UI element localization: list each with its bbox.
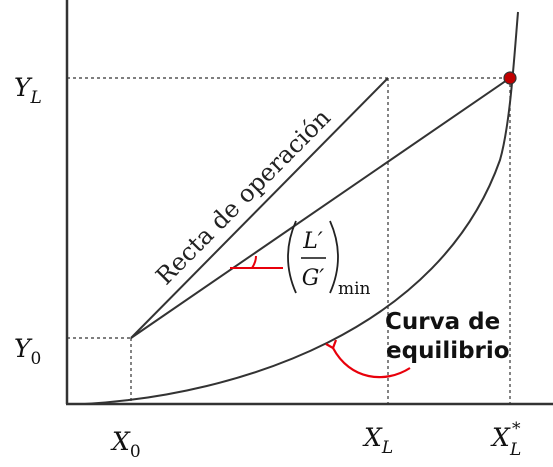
x-star-label: X: [490, 423, 511, 452]
ratio-right-paren: [329, 220, 339, 294]
ratio-denominator: G′: [302, 266, 325, 291]
operation-line: [130, 77, 389, 339]
min-ratio-label: L′ G′ min: [287, 220, 371, 299]
ratio-left-paren: [287, 220, 297, 294]
ratio-subscript: min: [338, 279, 371, 299]
angle-marker: [230, 255, 283, 269]
ratio-numerator: L′: [302, 229, 323, 254]
x-mid-label: XL: [362, 423, 393, 458]
equilibrium-label-line1: Curva de: [385, 309, 500, 335]
pinch-point: [503, 71, 517, 85]
operation-line-label: Recta de operación: [150, 104, 336, 291]
min-operation-line: [130, 77, 511, 339]
x-star-subscript: L: [509, 440, 521, 460]
x-low-label: X0: [110, 427, 141, 462]
x-star-superscript: *: [512, 419, 521, 439]
y-high-label: YL: [14, 73, 42, 108]
equilibrium-label-line2: equilibrio: [386, 338, 510, 364]
y-low-label: Y0: [14, 334, 41, 369]
equilibrium-arrow: [325, 339, 411, 379]
